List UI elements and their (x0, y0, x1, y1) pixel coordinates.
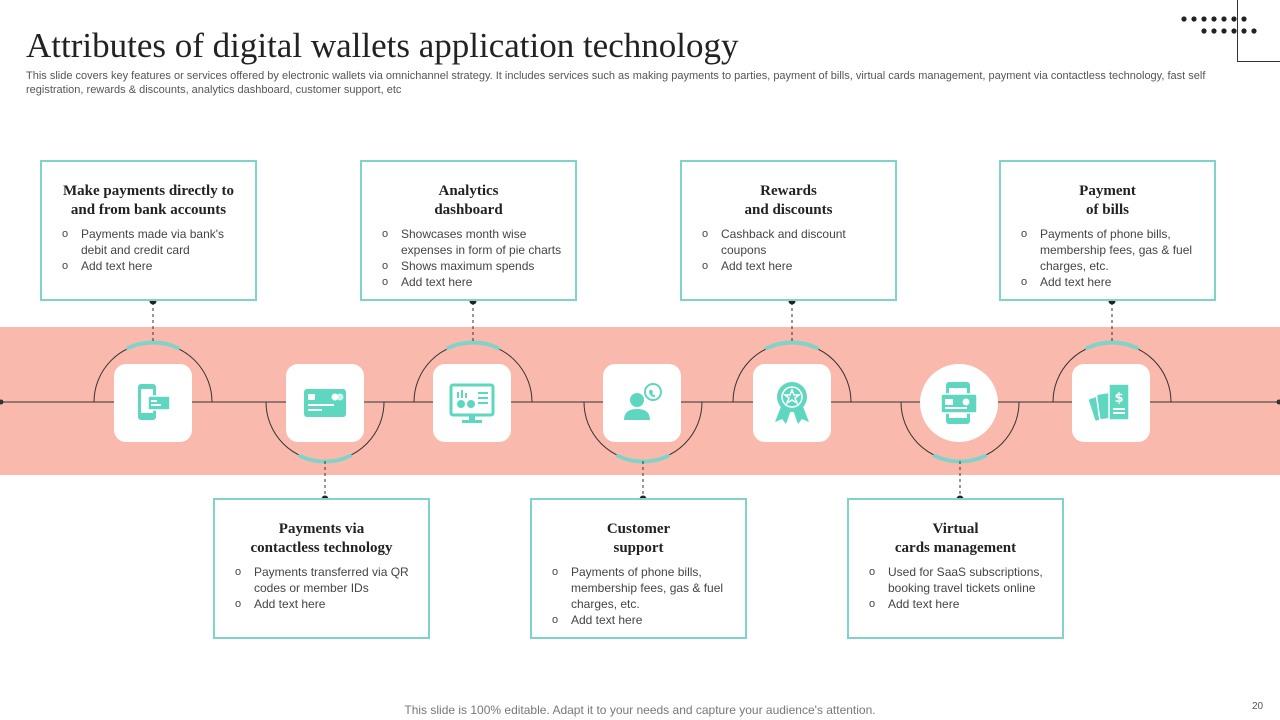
card-bullets: Payments made via bank's debit and credi… (52, 226, 245, 274)
list-item: Showcases month wise expenses in form of… (382, 226, 565, 258)
card-bullets: Payments of phone bills, membership fees… (1011, 226, 1204, 290)
card-bank-payments: Make payments directly to and from bank … (40, 160, 257, 301)
card-bullets: Used for SaaS subscriptions, booking tra… (859, 564, 1052, 612)
card-contactless-payments: Payments via contactless technology Paym… (213, 498, 430, 639)
list-item: Payments transferred via QR codes or mem… (235, 564, 418, 596)
virtual-card-tile (920, 364, 998, 442)
page-number: 20 (1252, 701, 1264, 712)
mobile-payment-tile (114, 364, 192, 442)
list-item: Payments of phone bills, membership fees… (552, 564, 735, 612)
bills-payment-tile: $ (1072, 364, 1150, 442)
reward-badge-tile (753, 364, 831, 442)
card-rewards-discounts: Rewards and discounts Cashback and disco… (680, 160, 897, 301)
card-virtual-cards: Virtual cards management Used for SaaS s… (847, 498, 1064, 639)
list-item: Payments of phone bills, membership fees… (1021, 226, 1204, 274)
card-title: Analytics dashboard (434, 183, 503, 218)
analytics-monitor-tile (433, 364, 511, 442)
slide-subtitle: This slide covers key features or servic… (26, 70, 1206, 96)
card-title: Customer support (606, 521, 671, 556)
customer-support-tile (603, 364, 681, 442)
bills-payment-icon: $ (1088, 383, 1130, 423)
card-bullets: Showcases month wise expenses in form of… (372, 226, 565, 290)
mobile-payment-icon (138, 384, 171, 420)
corner-dots-decoration (1181, 16, 1257, 34)
slide-title: Attributes of digital wallets applicatio… (26, 26, 739, 65)
svg-text:$: $ (1114, 391, 1123, 406)
card-customer-support: Customer support Payments of phone bills… (530, 498, 747, 639)
list-item: Shows maximum spends (382, 258, 565, 274)
slide-footer: This slide is 100% editable. Adapt it to… (404, 703, 876, 717)
list-item: Add text here (552, 612, 735, 628)
list-item: Add text here (382, 274, 565, 290)
customer-support-icon (624, 383, 662, 420)
credit-card-icon (304, 389, 346, 417)
card-bullets: Payments transferred via QR codes or mem… (225, 564, 418, 612)
virtual-card-phone-icon (940, 382, 978, 424)
list-item: Used for SaaS subscriptions, booking tra… (869, 564, 1052, 596)
card-title: Rewards and discounts (744, 183, 833, 218)
card-bullets: Cashback and discount coupons Add text h… (692, 226, 885, 274)
card-bill-payment: Payment of bills Payments of phone bills… (999, 160, 1216, 301)
list-item: Add text here (235, 596, 418, 612)
card-title: Virtual cards management (894, 521, 1017, 556)
list-item: Payments made via bank's debit and credi… (62, 226, 245, 258)
card-bullets: Payments of phone bills, membership fees… (542, 564, 735, 628)
card-title: Make payments directly to and from bank … (63, 183, 234, 218)
list-item: Cashback and discount coupons (702, 226, 885, 258)
reward-badge-icon (775, 382, 809, 424)
analytics-monitor-icon (449, 383, 495, 423)
list-item: Add text here (702, 258, 885, 274)
list-item: Add text here (62, 258, 245, 274)
card-title: Payment of bills (1079, 183, 1136, 218)
list-item: Add text here (1021, 274, 1204, 290)
list-item: Add text here (869, 596, 1052, 612)
card-title: Payments via contactless technology (250, 521, 393, 556)
card-analytics-dashboard: Analytics dashboard Showcases month wise… (360, 160, 577, 301)
corner-frame-decoration (1237, 0, 1280, 62)
credit-card-tile (286, 364, 364, 442)
